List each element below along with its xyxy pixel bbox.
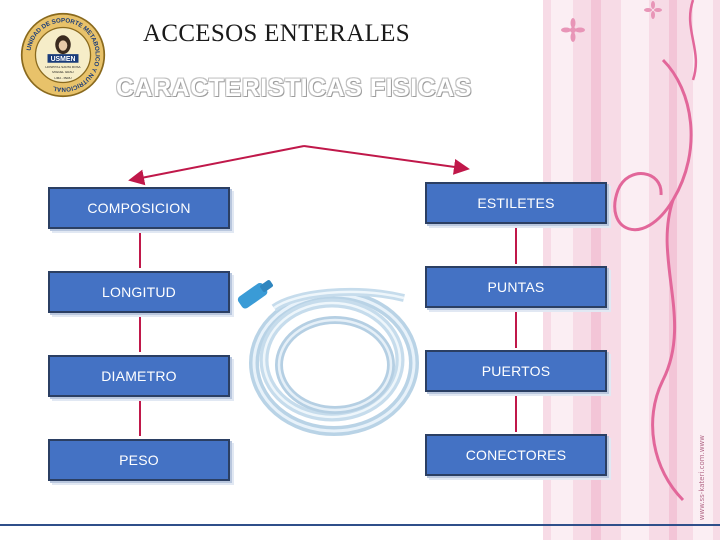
- logo-hospital: HOSPITAL SANTA ROSA: [45, 65, 81, 69]
- diagram-box-estiletes: ESTILETES: [425, 182, 607, 224]
- logo-name: USMEN: [51, 56, 76, 63]
- connector-branch-right: [303, 145, 470, 175]
- usmen-logo-icon: UNIDAD DE SOPORTE METABOLICO Y NUTRICION…: [20, 12, 106, 98]
- diagram-box-peso: PESO: [48, 439, 230, 481]
- diagram-box-puntas: PUNTAS: [425, 266, 607, 308]
- page-subtitle: CARACTERISTICAS FISICAS: [116, 74, 472, 102]
- logo-founded: LIMA - PERU: [54, 76, 71, 80]
- swirl-ornament-icon: [561, 0, 698, 502]
- diagram-box-puertos: PUERTOS: [425, 350, 607, 392]
- feeding-tube-image: [237, 280, 419, 436]
- page-title: ACCESOS ENTERALES: [143, 20, 410, 47]
- logo-motto: MIGUEL GRAU: [52, 70, 73, 74]
- diagram-box-conectores: CONECTORES: [425, 434, 607, 476]
- connector-branch-left: [128, 145, 305, 186]
- diagram-box-composicion: COMPOSICION: [48, 187, 230, 229]
- diagram-box-longitud: LONGITUD: [48, 271, 230, 313]
- bottom-divider: [0, 524, 720, 526]
- diagram-box-diametro: DIAMETRO: [48, 355, 230, 397]
